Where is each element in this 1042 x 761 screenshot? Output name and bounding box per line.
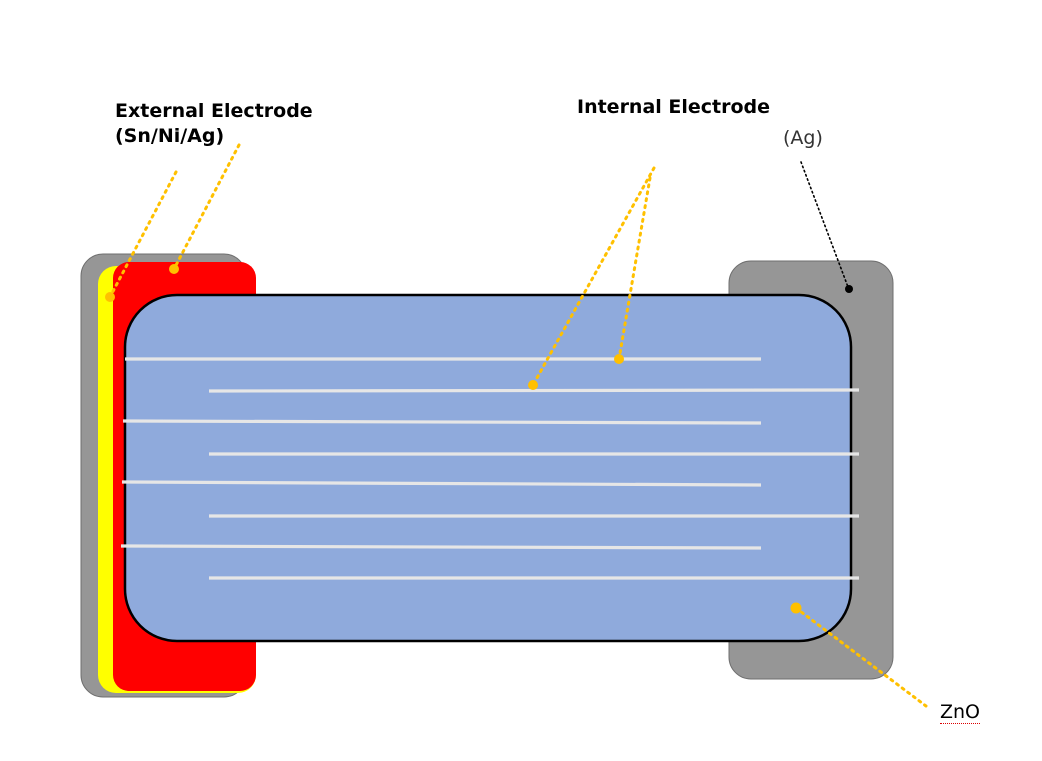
leader-dots: [105, 264, 802, 614]
internal-electrode-line: [121, 480, 762, 487]
internal-electrode-leader-2: [617, 176, 652, 361]
external-electrode-label: External Electrode (Sn/Ni/Ag): [115, 100, 313, 147]
leader-dot: [105, 292, 115, 302]
internal-electrode-line: [122, 419, 762, 425]
internal-electrode-line: [208, 388, 860, 393]
internal-electrodes: [120, 357, 860, 580]
ag-label: (Ag): [783, 127, 823, 149]
zno-leader: [794, 606, 928, 708]
internal-electrode-leader-1: [531, 166, 656, 387]
leader-lines: [108, 143, 928, 708]
internal-electrode-label: Internal Electrode: [577, 96, 771, 118]
external-electrode-leader-2: [172, 143, 241, 271]
external-electrode-leader-1: [108, 170, 178, 299]
leader-dot: [790, 602, 802, 614]
zno-label-text: ZnO: [940, 701, 981, 724]
internal-electrode-line: [120, 544, 762, 550]
leader-dot: [169, 264, 179, 274]
leader-dot: [614, 354, 624, 364]
leader-dot: [528, 380, 538, 390]
ag-leader: [800, 161, 849, 288]
zno-label: ZnO: [940, 700, 981, 725]
zno-ceramic-body: [123, 293, 853, 643]
ag-leader-dot: [845, 285, 853, 293]
